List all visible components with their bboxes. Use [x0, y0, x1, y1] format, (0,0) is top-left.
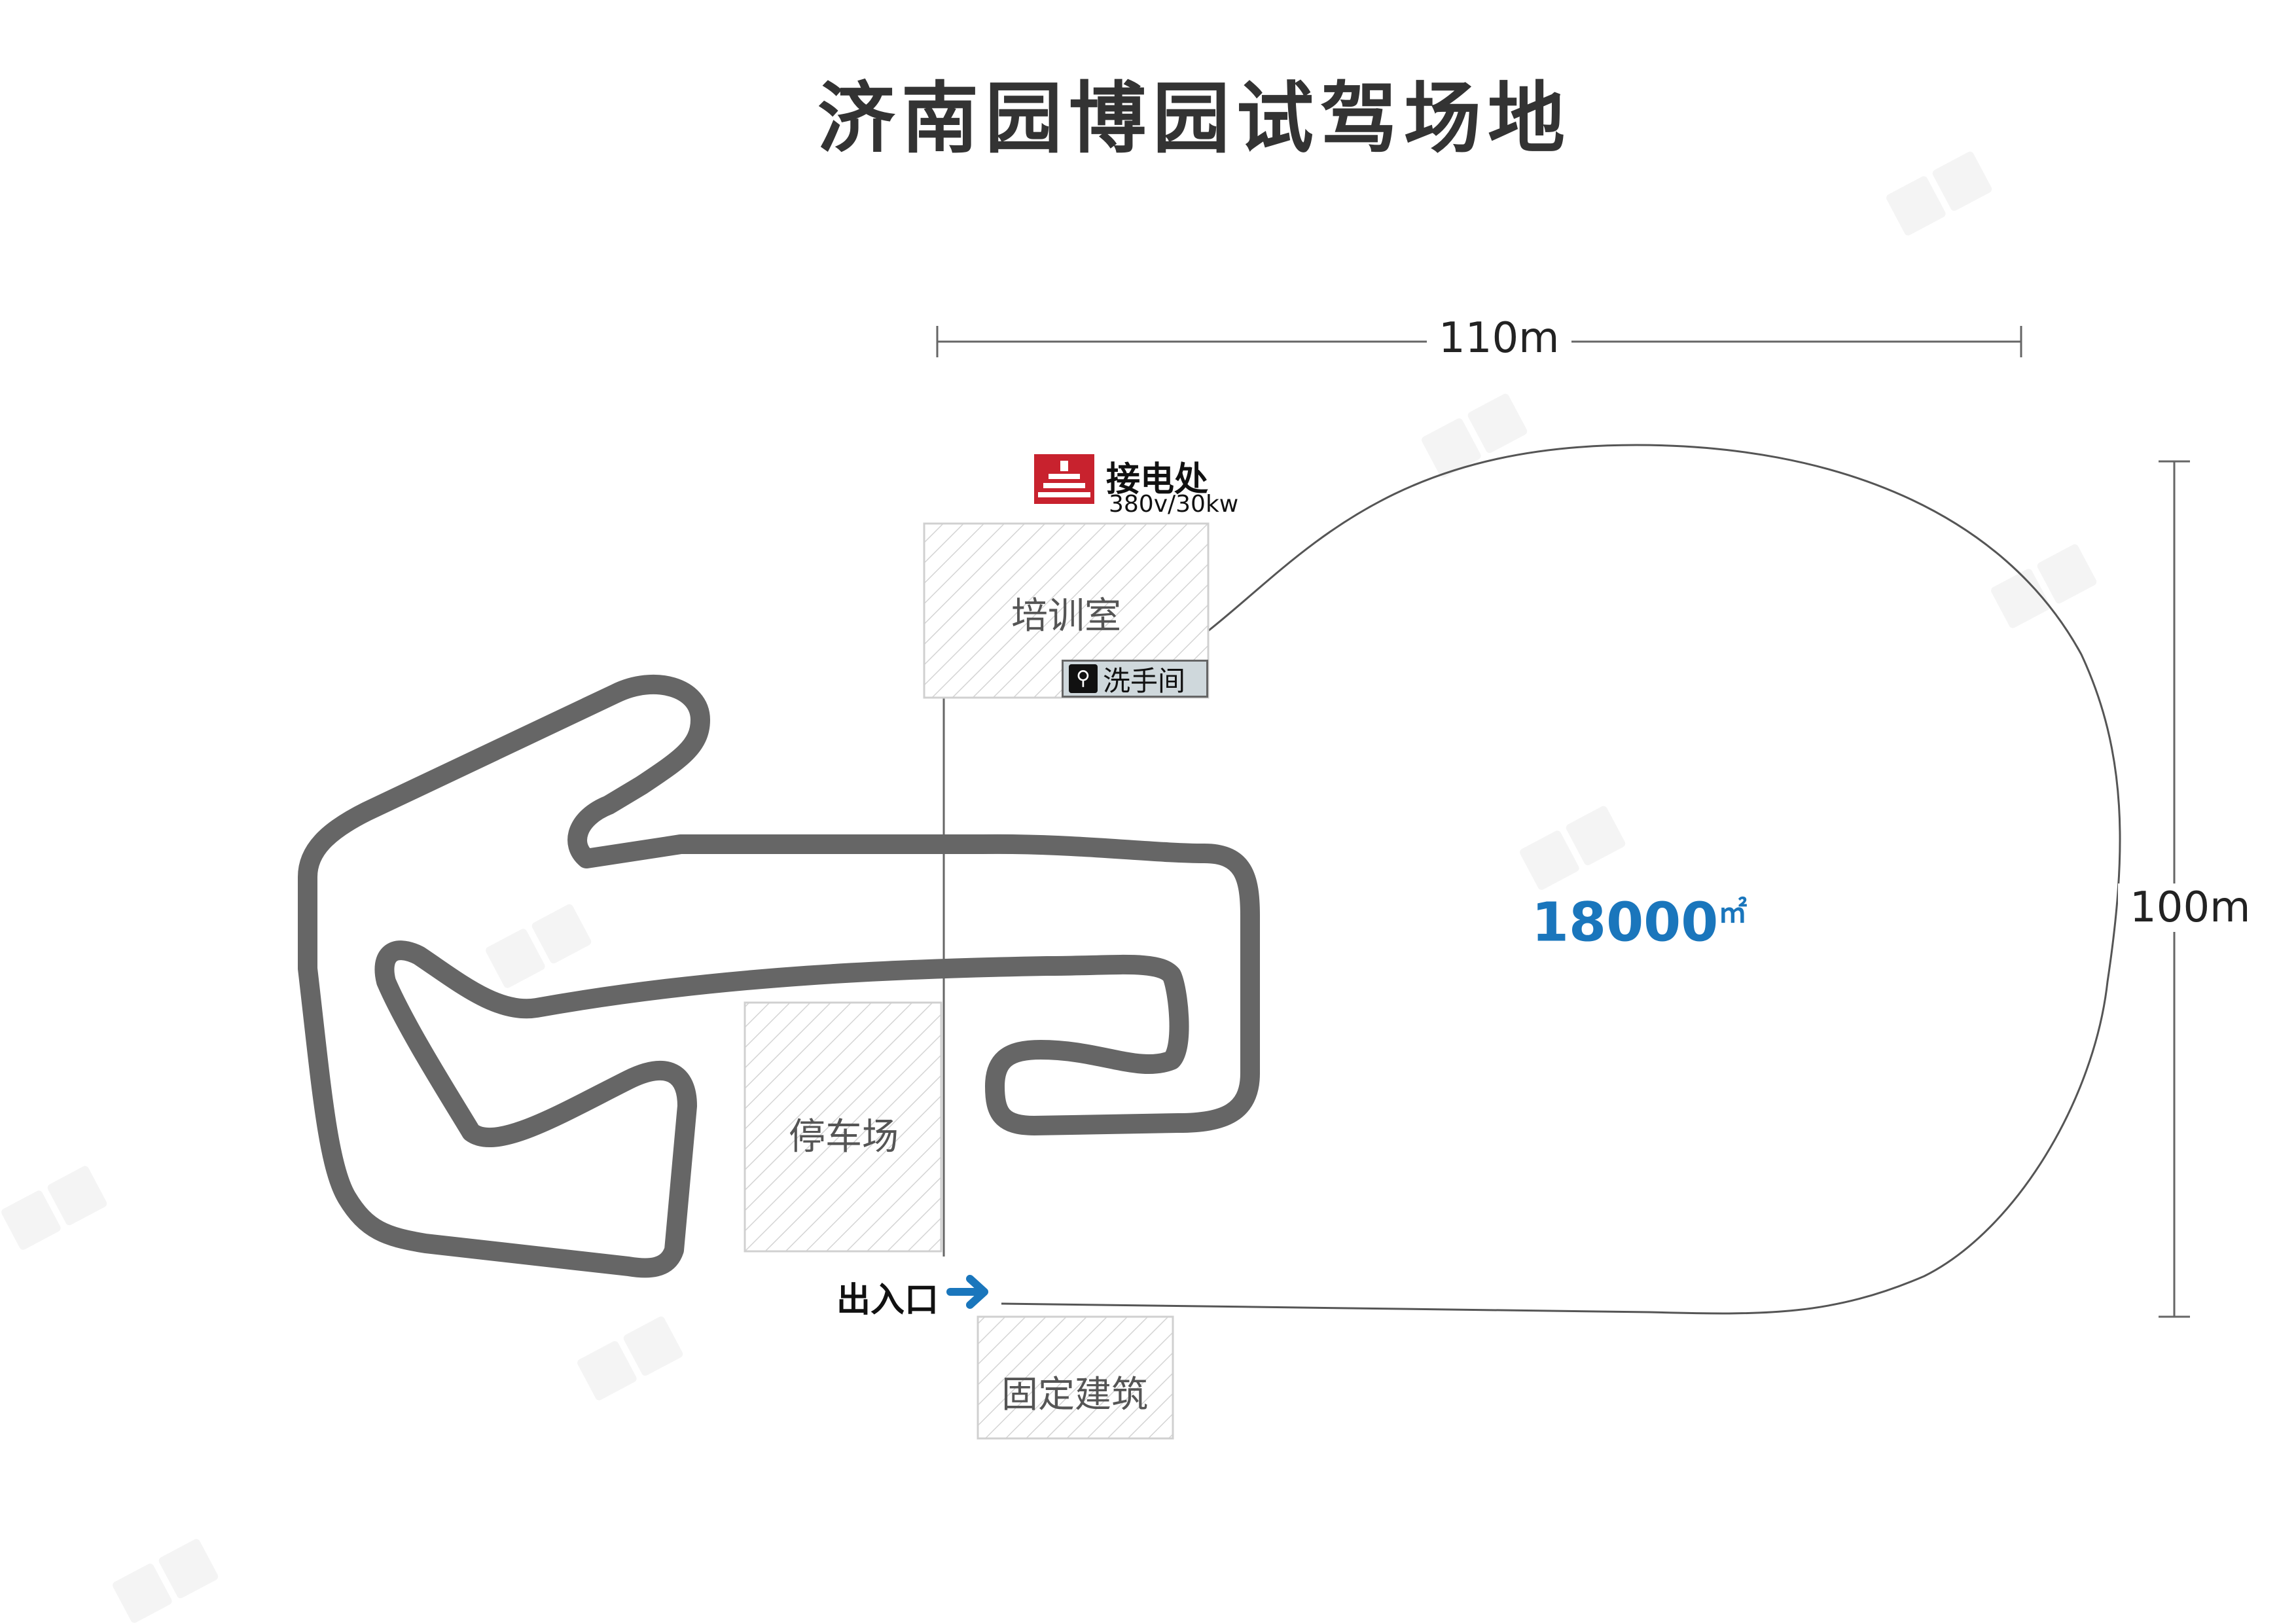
parking-zone	[744, 1001, 942, 1253]
page-title: 济南园博园试驾场地	[817, 73, 1571, 164]
power-outlet-icon	[1034, 454, 1094, 504]
parking-label: 停车场	[789, 1116, 899, 1158]
training-room-label: 培训室	[1011, 595, 1121, 637]
area-label: 18000㎡	[1532, 889, 1747, 954]
arrow-right-icon	[946, 1275, 988, 1309]
restroom-icon: ⚲	[1069, 664, 1098, 693]
power-spec: 380v/30kw	[1109, 491, 1239, 518]
fixed-building-label: 固定建筑	[1001, 1374, 1148, 1416]
entrance-label: 出入口	[836, 1281, 939, 1320]
area-value: 18000	[1532, 891, 1719, 954]
power-label: 接电处	[1106, 460, 1209, 499]
fixed-building-zone	[977, 1315, 1174, 1440]
height-label: 100m	[2118, 883, 2263, 932]
driving-track	[298, 675, 1260, 1278]
open-area-outline	[1001, 444, 2121, 1315]
restroom-badge: ⚲ 洗手间	[1062, 660, 1208, 698]
width-label: 110m	[1427, 314, 1571, 363]
area-unit: ㎡	[1718, 896, 1748, 929]
restroom-label: 洗手间	[1103, 664, 1186, 697]
